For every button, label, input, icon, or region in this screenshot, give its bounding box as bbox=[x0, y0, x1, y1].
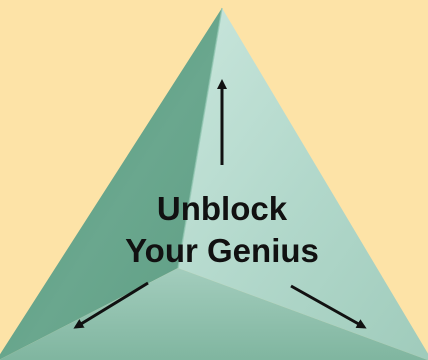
title-line-2: Your Genius bbox=[125, 232, 319, 269]
title-line-1: Unblock bbox=[157, 190, 288, 227]
